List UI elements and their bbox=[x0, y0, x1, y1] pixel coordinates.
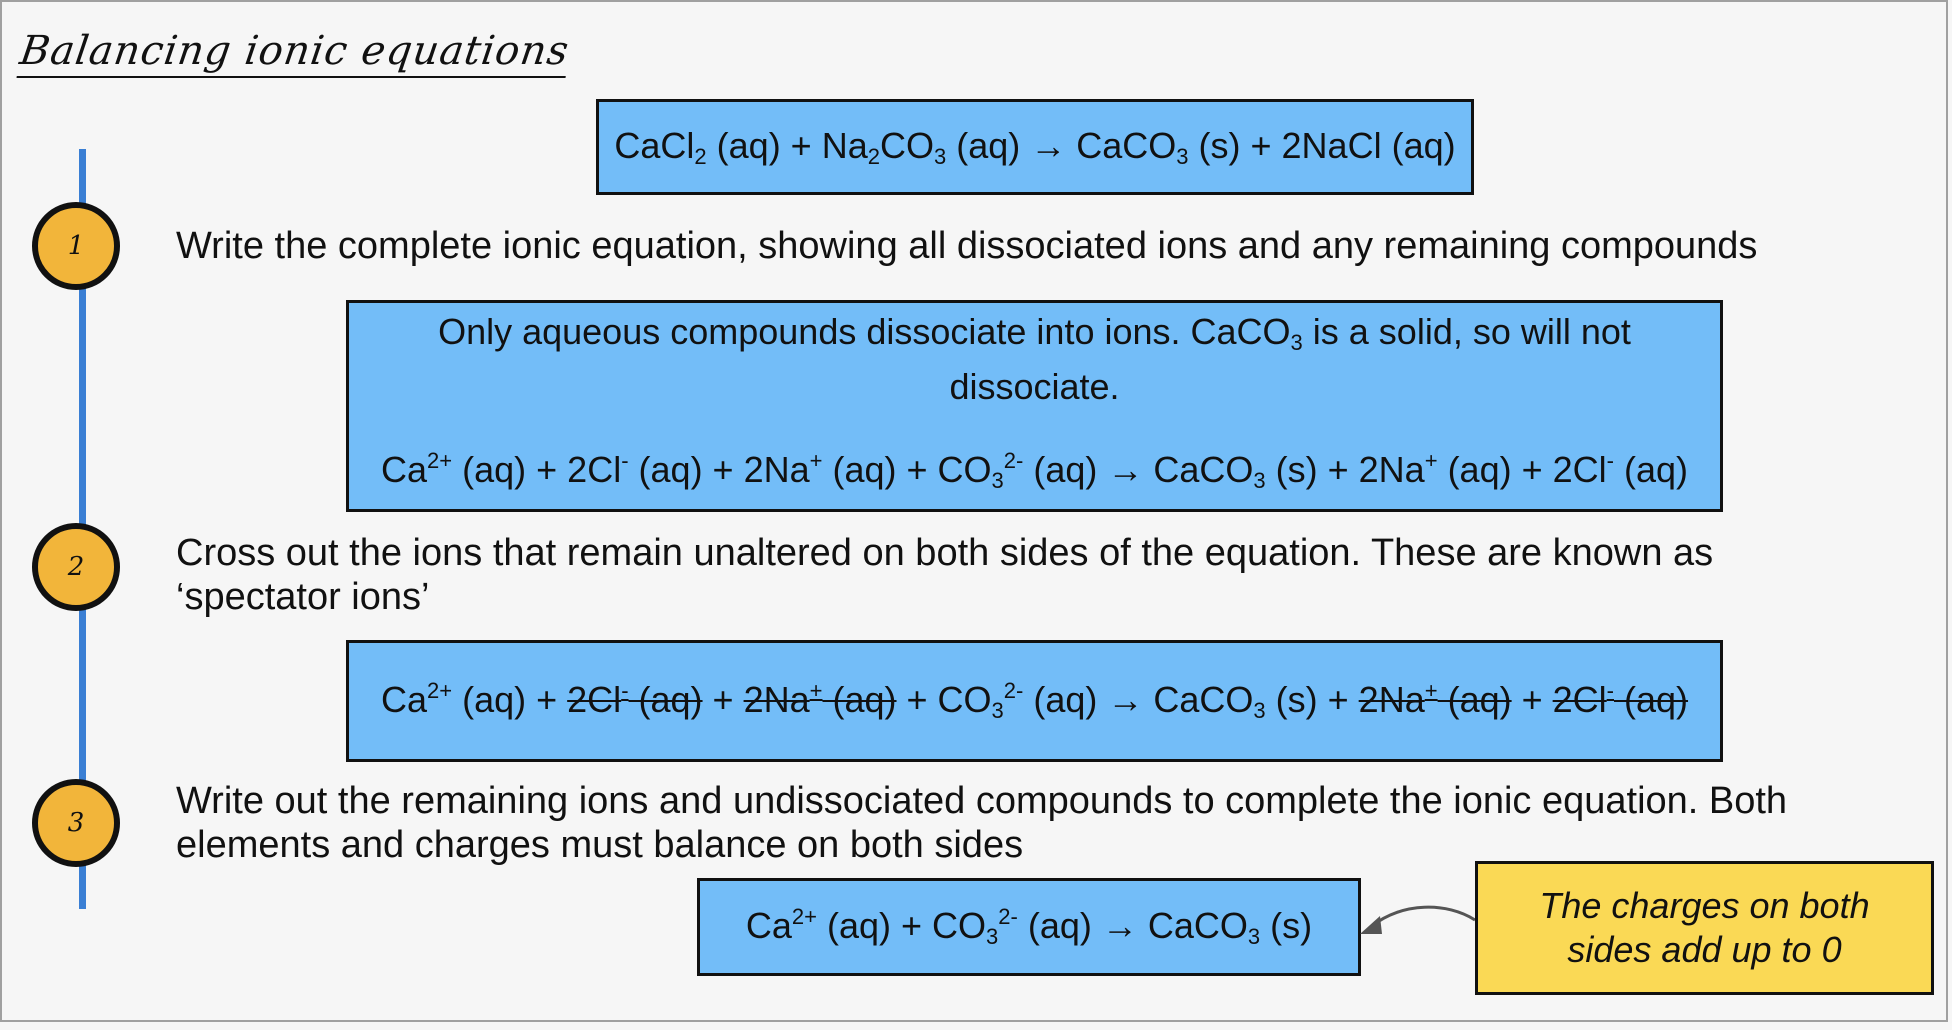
net-ionic-equation: Ca2+ (aq) + CO32- (aq) → CaCO3 (s) bbox=[745, 904, 1313, 949]
spectator-ion-struck: 2Cl- (aq) bbox=[567, 678, 703, 720]
overall-equation-box: CaCl2 (aq) + Na2CO3 (aq) → CaCO3 (s) + 2… bbox=[596, 99, 1474, 195]
spectator-ion-equation: Ca2+ (aq) + 2Cl- (aq) + 2Na+ (aq) + CO32… bbox=[380, 678, 1689, 723]
dissociation-note: Only aqueous compounds dissociate into i… bbox=[438, 310, 1631, 407]
spectator-ion-struck: 2Na+ (aq) bbox=[1358, 678, 1512, 720]
step-2-box: Ca2+ (aq) + 2Cl- (aq) + 2Na+ (aq) + CO32… bbox=[346, 640, 1723, 762]
step-2-instruction: Cross out the ions that remain unaltered… bbox=[176, 532, 1714, 618]
complete-ionic-equation: Ca2+ (aq) + 2Cl- (aq) + 2Na+ (aq) + CO32… bbox=[381, 447, 1688, 493]
step-3-instruction: Write out the remaining ions and undisso… bbox=[176, 780, 1788, 866]
step-3-circle: 3 bbox=[32, 779, 120, 867]
step-1-instruction: Write the complete ionic equation, showi… bbox=[176, 225, 1758, 267]
curved-arrow-icon bbox=[1360, 905, 1476, 934]
step-1-box: Only aqueous compounds dissociate into i… bbox=[346, 300, 1723, 512]
step-1-circle: 1 bbox=[32, 202, 120, 290]
step-number: 3 bbox=[67, 808, 85, 838]
step-number: 1 bbox=[67, 231, 85, 261]
step-number: 2 bbox=[67, 552, 85, 582]
charge-note: The charges on both sides add up to 0 bbox=[1475, 861, 1934, 995]
page-title: Balancing ionic equations bbox=[16, 28, 573, 78]
spectator-ion-struck: 2Na+ (aq) bbox=[743, 678, 897, 720]
final-equation-box: Ca2+ (aq) + CO32- (aq) → CaCO3 (s) bbox=[697, 878, 1361, 976]
equation-text: CaCl2 (aq) + Na2CO3 (aq) → CaCO3 (s) + 2… bbox=[614, 124, 1456, 169]
spectator-ion-struck: 2Cl- (aq) bbox=[1552, 678, 1689, 720]
step-2-circle: 2 bbox=[32, 523, 120, 611]
